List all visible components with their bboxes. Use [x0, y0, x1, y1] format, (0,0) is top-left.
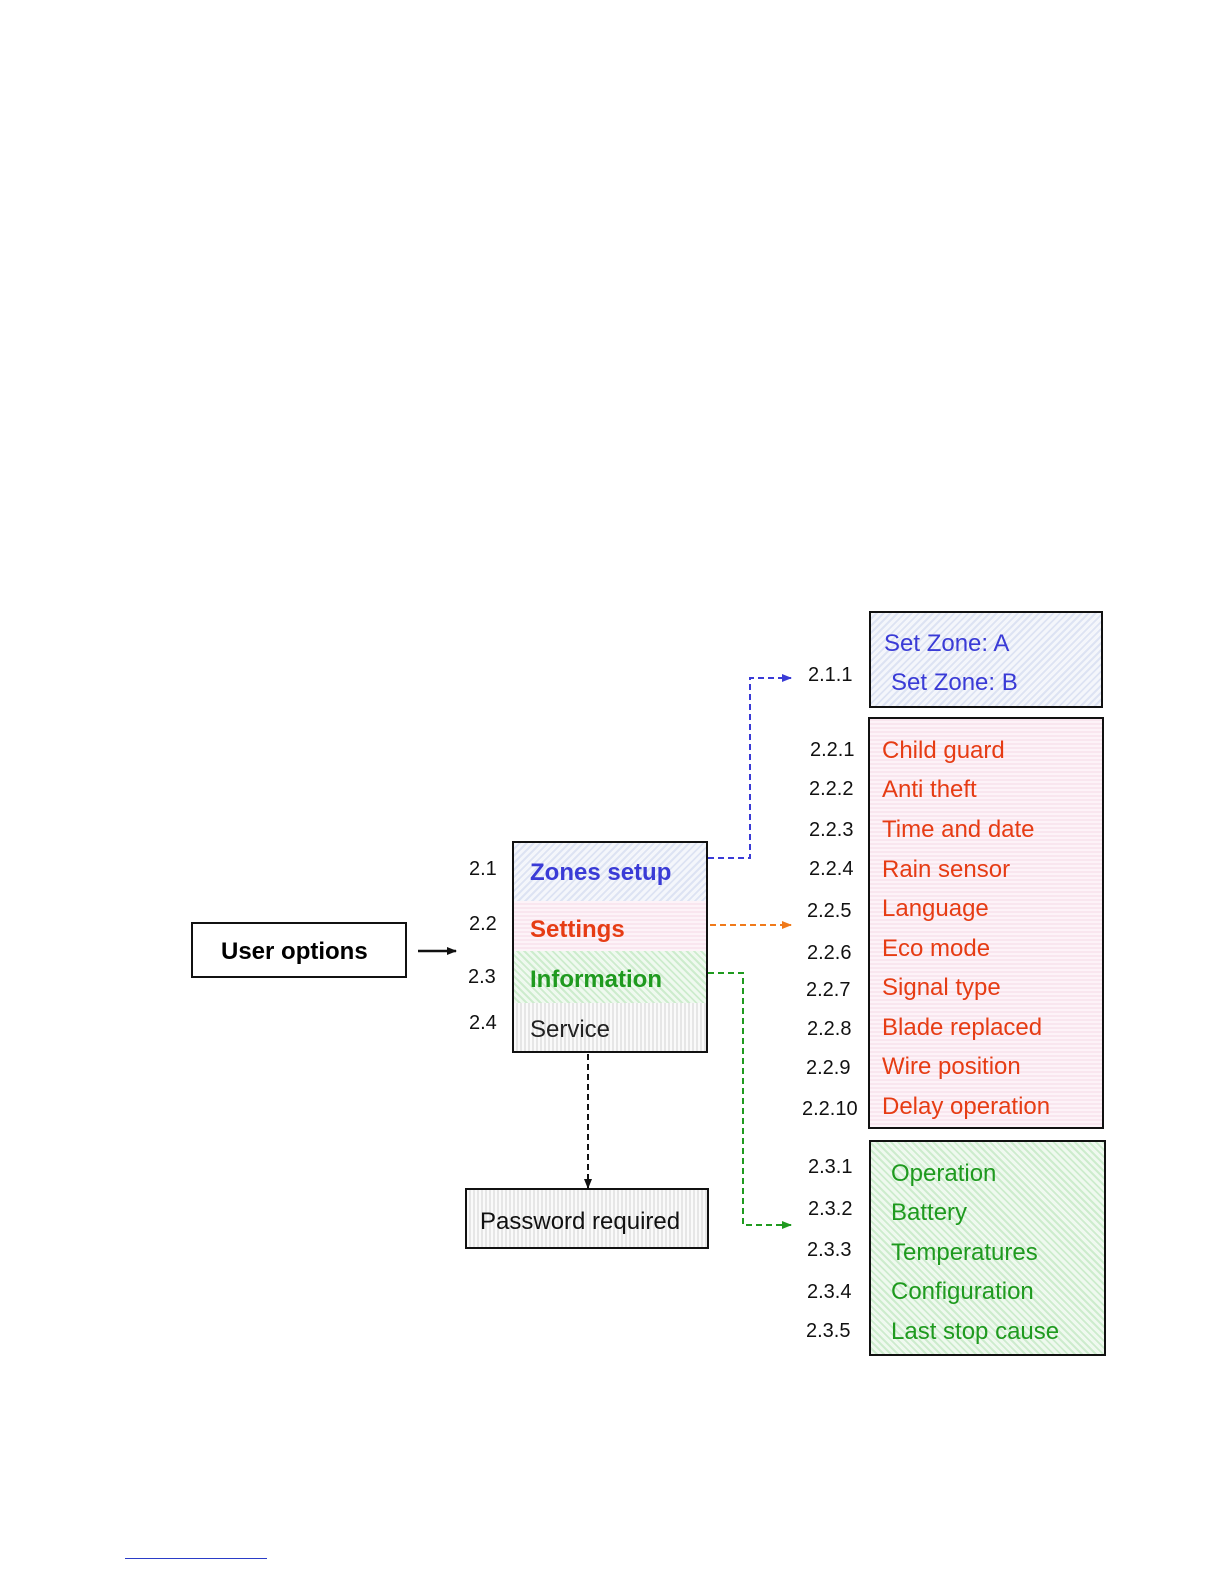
- settings-num-9: 2.2.9: [806, 1057, 851, 1079]
- user-options-box: User options: [191, 922, 407, 978]
- menu-item-information[interactable]: Information: [514, 951, 706, 1003]
- menu-label-zones-setup: Zones setup: [530, 859, 672, 886]
- settings-submenu-box: Child guard Anti theft Time and date Rai…: [868, 717, 1104, 1129]
- settings-num-8: 2.2.8: [807, 1018, 852, 1040]
- connector-information: [708, 972, 792, 1229]
- settings-num-10: 2.2.10: [802, 1098, 858, 1120]
- settings-item-time-and-date[interactable]: Time and date: [882, 816, 1035, 843]
- info-item-temperatures[interactable]: Temperatures: [891, 1239, 1038, 1266]
- settings-item-child-guard[interactable]: Child guard: [882, 737, 1005, 764]
- password-required-box: Password required: [465, 1188, 709, 1249]
- settings-item-delay-operation[interactable]: Delay operation: [882, 1093, 1051, 1120]
- settings-num-5: 2.2.5: [807, 900, 852, 922]
- info-num-3: 2.3.3: [807, 1239, 852, 1261]
- info-num-2: 2.3.2: [808, 1198, 853, 1220]
- main-menu-box: Zones setup Settings Information Service: [512, 841, 708, 1053]
- menu-item-settings[interactable]: Settings: [514, 901, 706, 951]
- settings-item-rain-sensor[interactable]: Rain sensor: [882, 856, 1011, 883]
- zones-num: 2.1.1: [808, 664, 853, 686]
- info-item-battery[interactable]: Battery: [891, 1199, 968, 1226]
- settings-item-wire-position[interactable]: Wire position: [882, 1053, 1021, 1080]
- menu-item-zones-setup[interactable]: Zones setup: [514, 843, 706, 901]
- settings-num-1: 2.2.1: [810, 739, 855, 761]
- menu-item-service[interactable]: Service: [514, 1003, 706, 1051]
- settings-item-language[interactable]: Language: [882, 895, 989, 922]
- menu-label-information: Information: [530, 966, 662, 993]
- password-required-label: Password required: [480, 1208, 681, 1235]
- settings-num-6: 2.2.6: [807, 942, 852, 964]
- info-num-1: 2.3.1: [808, 1156, 853, 1178]
- footnote-separator: [125, 1558, 267, 1559]
- info-item-operation[interactable]: Operation: [891, 1160, 997, 1187]
- menu-label-service: Service: [530, 1016, 611, 1043]
- zones-submenu-box: Set Zone: A Set Zone: B: [869, 611, 1103, 708]
- settings-num-3: 2.2.3: [809, 819, 854, 841]
- user-options-label: User options: [221, 938, 368, 965]
- menu-num-zones: 2.1: [469, 858, 497, 880]
- settings-num-4: 2.2.4: [809, 858, 854, 880]
- menu-num-settings: 2.2: [469, 913, 497, 935]
- info-num-5: 2.3.5: [806, 1320, 851, 1342]
- info-item-configuration[interactable]: Configuration: [891, 1278, 1034, 1305]
- information-submenu-box: Operation Battery Temperatures Configura…: [869, 1140, 1106, 1356]
- menu-num-information: 2.3: [468, 966, 496, 988]
- menu-label-settings: Settings: [530, 916, 625, 943]
- info-item-last-stop-cause[interactable]: Last stop cause: [891, 1318, 1060, 1345]
- info-num-4: 2.3.4: [807, 1281, 852, 1303]
- settings-item-eco-mode[interactable]: Eco mode: [882, 935, 991, 962]
- zone-item-b[interactable]: Set Zone: B: [891, 669, 1018, 696]
- settings-item-signal-type[interactable]: Signal type: [882, 974, 1001, 1001]
- zone-item-a[interactable]: Set Zone: A: [884, 630, 1010, 657]
- settings-item-anti-theft[interactable]: Anti theft: [882, 776, 977, 803]
- settings-num-2: 2.2.2: [809, 778, 854, 800]
- menu-num-service: 2.4: [469, 1012, 497, 1034]
- connector-zones: [708, 674, 792, 859]
- settings-num-7: 2.2.7: [806, 979, 851, 1001]
- settings-item-blade-replaced[interactable]: Blade replaced: [882, 1014, 1043, 1041]
